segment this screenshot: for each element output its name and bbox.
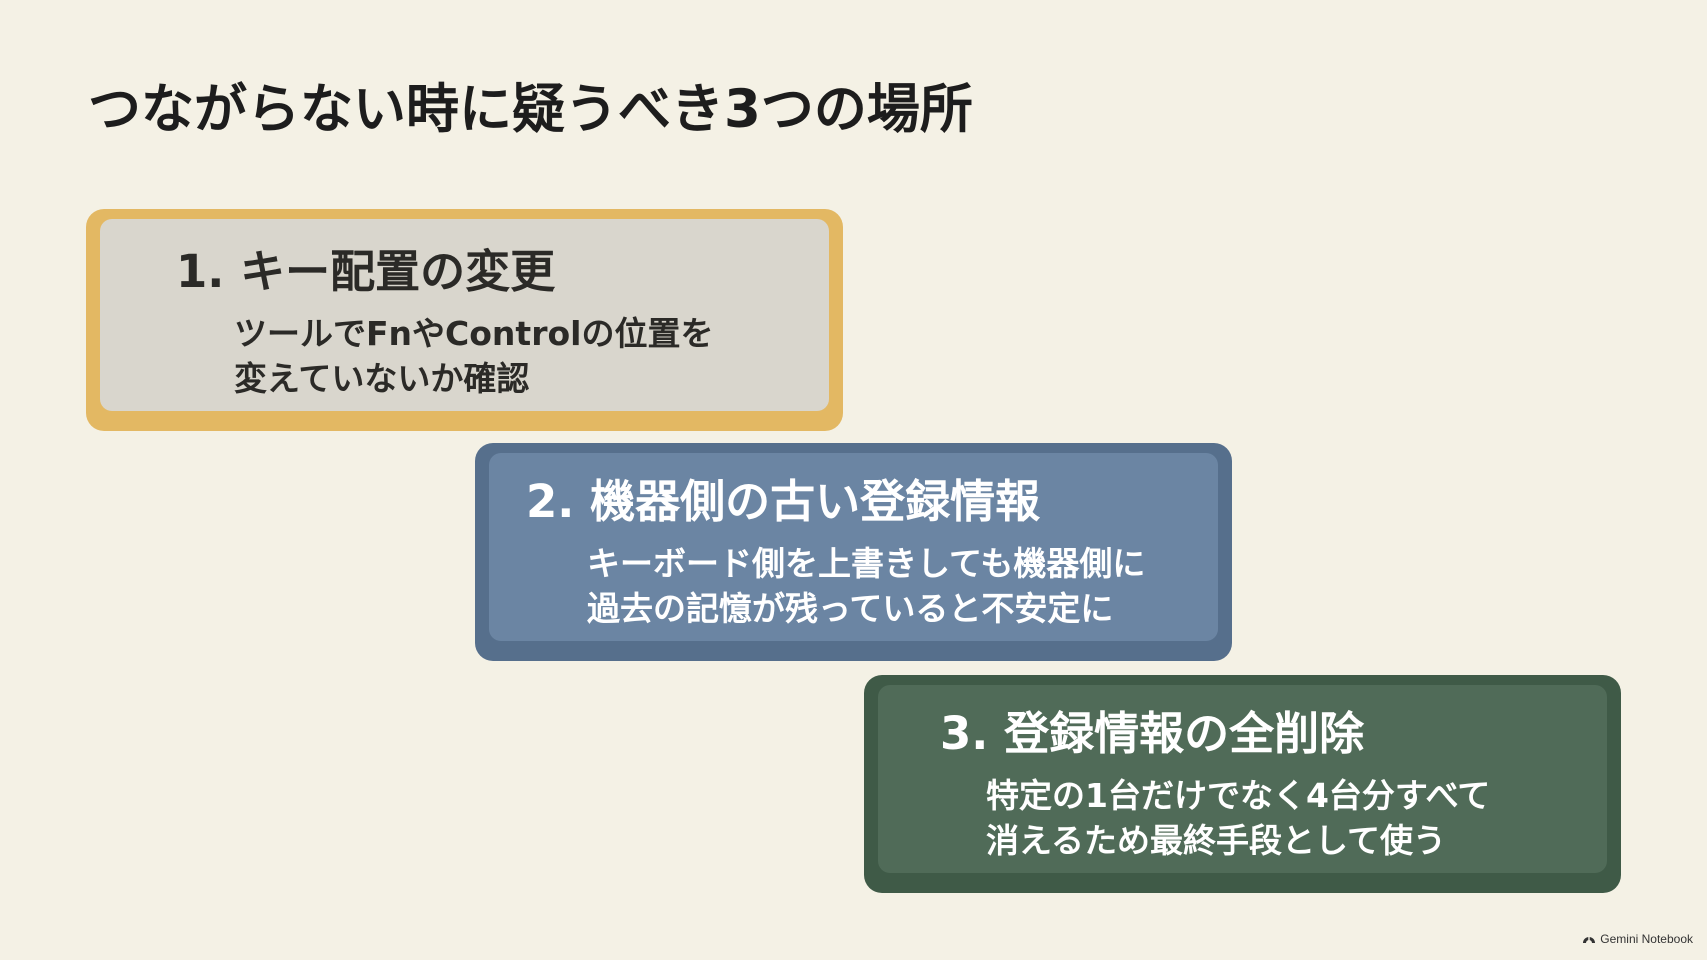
slide-title: つながらない時に疑うべき3つの場所 xyxy=(88,79,973,140)
card-body-line: 特定の1台だけでなく4台分すべて xyxy=(986,776,1491,815)
watermark-text: Gemini Notebook xyxy=(1600,932,1693,946)
card-body-line: 過去の記憶が残っていると不安定に xyxy=(587,589,1114,628)
gemini-notebook-logo-icon xyxy=(1582,934,1596,944)
card-body-line: キーボード側を上書きしても機器側に xyxy=(587,544,1146,583)
card-body-line: 消えるため最終手段として使う xyxy=(986,821,1447,860)
watermark: Gemini Notebook xyxy=(1582,932,1693,946)
card-body-line: ツールでFnやControlの位置を xyxy=(234,314,714,353)
card-inner: 3. 登録情報の全削除 特定の1台だけでなく4台分すべて 消えるため最終手段とし… xyxy=(878,685,1607,873)
card-delete-all-registrations: 3. 登録情報の全削除 特定の1台だけでなく4台分すべて 消えるため最終手段とし… xyxy=(864,675,1621,893)
card-body: ツールでFnやControlの位置を 変えていないか確認 xyxy=(234,311,713,401)
card-heading: 3. 登録情報の全削除 xyxy=(940,707,1365,760)
card-inner: 2. 機器側の古い登録情報 キーボード側を上書きしても機器側に 過去の記憶が残っ… xyxy=(489,453,1218,641)
card-inner: 1. キー配置の変更 ツールでFnやControlの位置を 変えていないか確認 xyxy=(100,219,829,411)
card-old-device-registration: 2. 機器側の古い登録情報 キーボード側を上書きしても機器側に 過去の記憶が残っ… xyxy=(475,443,1232,661)
card-heading: 2. 機器側の古い登録情報 xyxy=(526,475,1041,528)
card-body: キーボード側を上書きしても機器側に 過去の記憶が残っていると不安定に xyxy=(587,541,1145,631)
card-key-layout-change: 1. キー配置の変更 ツールでFnやControlの位置を 変えていないか確認 xyxy=(86,209,843,431)
card-heading: 1. キー配置の変更 xyxy=(176,245,556,298)
card-body-line: 変えていないか確認 xyxy=(234,359,530,398)
card-body: 特定の1台だけでなく4台分すべて 消えるため最終手段として使う xyxy=(986,773,1490,863)
